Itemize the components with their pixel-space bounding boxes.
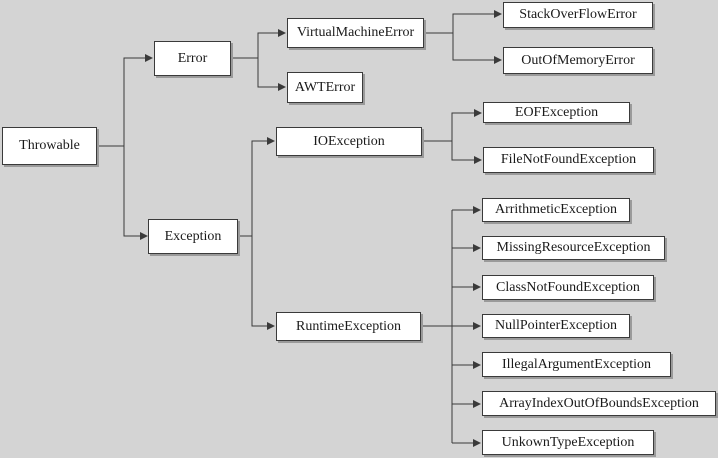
node-null-pointer-exception: NullPointerException [482,314,630,338]
edge-io-eof [422,109,482,142]
node-array-index-out-of-bounds-exception: ArrayIndexOutOfBoundsException [482,391,716,416]
node-missing-resource-exception: MissingResourceException [482,236,665,260]
edge-vme-stackoverflow [424,10,502,34]
node-exception: Exception [148,219,238,254]
node-eof-exception: EOFException [483,102,630,123]
node-stack-overflow-error: StackOverFlowError [503,2,653,28]
node-throwable: Throwable [2,127,97,165]
node-awt-error: AWTError [287,72,363,103]
node-class-not-found-exception: ClassNotFoundException [482,275,654,300]
edge-error-awt [257,58,286,91]
node-out-of-memory-error: OutOfMemoryError [503,47,653,74]
edge-exception-runtime [251,236,275,330]
edge-throwable-exception [123,146,148,240]
edge-io-filenotfound [451,141,482,164]
edge-throwable-error [97,54,153,147]
node-illegal-argument-exception: IllegalArgumentException [482,352,671,377]
node-error: Error [154,41,231,76]
edge-vme-outofmemory [452,33,502,64]
edge-error-vme [231,29,286,59]
edge-exception-io [238,137,275,237]
node-io-exception: IOException [276,127,422,156]
node-file-not-found-exception: FileNotFoundException [483,147,654,173]
node-arrithmetic-exception: ArrithmeticException [482,198,630,222]
node-virtual-machine-error: VirtualMachineError [287,18,424,48]
node-runtime-exception: RuntimeException [276,312,421,341]
node-unkown-type-exception: UnkownTypeException [482,430,654,455]
